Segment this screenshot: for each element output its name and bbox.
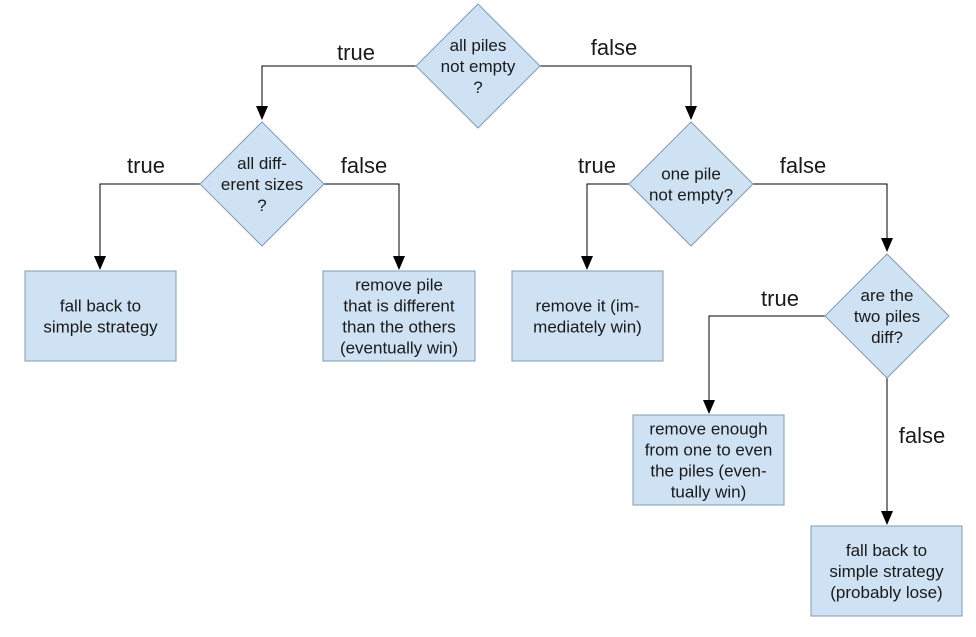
node-text-line: not empty? <box>649 186 733 205</box>
process-box <box>511 270 664 362</box>
connector-line <box>586 183 629 256</box>
process-b1: fall back to simple strategy <box>24 270 177 362</box>
node-text-line: simple strategy <box>829 562 944 581</box>
node-text-line: (eventually win) <box>340 339 458 358</box>
node-text-line: two piles <box>854 307 920 326</box>
node-text-line: fall back to <box>846 541 927 560</box>
connector-line <box>708 315 825 400</box>
connector-line <box>324 183 400 256</box>
node-text-line: ? <box>473 78 482 97</box>
node-text-line: remove it (im- <box>536 297 640 316</box>
process-box <box>632 414 785 506</box>
edge-d2-to-b1 <box>94 183 200 270</box>
node-text-line: fall back to <box>60 297 141 316</box>
node-text-line: (probably lose) <box>830 583 942 602</box>
node-text-line: are the <box>861 286 914 305</box>
edge-d2-to-b2 <box>324 183 405 270</box>
edge-label-false: false <box>591 35 637 60</box>
edge-d4-to-b4 <box>703 315 825 414</box>
node-text-line: not empty <box>441 57 516 76</box>
decision-d3: one pile not empty? <box>628 121 754 247</box>
arrowhead-icon <box>881 511 893 525</box>
node-text-line: remove pile <box>355 276 443 295</box>
edge-label-true: true <box>337 40 375 65</box>
process-box <box>810 525 963 617</box>
node-text-line: all piles <box>450 36 507 55</box>
decision-d2: all diff-erent sizes? <box>199 121 325 247</box>
process-b2: remove pile that is different than the oth… <box>322 270 476 362</box>
connector-line <box>261 65 416 106</box>
arrowhead-icon <box>703 400 715 414</box>
arrowhead-icon <box>881 238 893 252</box>
process-b4: remove enough from one to even the piles (… <box>632 414 785 506</box>
arrowhead-icon <box>393 256 405 270</box>
arrowhead-icon <box>94 256 106 270</box>
edge-labels-layer: true false true false true false true false <box>127 35 945 448</box>
node-text-line: one pile <box>661 165 721 184</box>
arrowhead-icon <box>685 106 697 120</box>
node-text-line: from one to even <box>645 441 773 460</box>
edge-d3-to-d4 <box>753 183 893 252</box>
edge-label-false: false <box>780 153 826 178</box>
node-text-line: all diff- <box>237 154 287 173</box>
node-text-line: simple strategy <box>43 318 158 337</box>
node-text-line: that is different <box>343 297 454 316</box>
node-text-line: tually win) <box>671 483 747 502</box>
node-text-line: ? <box>257 196 266 215</box>
decision-diamond <box>415 3 541 129</box>
edge-d3-to-b3 <box>581 183 629 270</box>
decision-diamond <box>824 253 950 379</box>
edge-label-true: true <box>578 153 616 178</box>
decision-diamond <box>628 121 754 247</box>
edge-label-true: true <box>761 286 799 311</box>
decision-d1: all piles not empty? <box>415 3 541 129</box>
edge-d1-to-d3 <box>540 65 697 120</box>
edge-label-true: true <box>127 153 165 178</box>
process-box <box>24 270 177 362</box>
connector-line <box>99 183 200 256</box>
node-text-line: remove enough <box>649 420 767 439</box>
node-text-line: diff? <box>871 328 903 347</box>
connector-line <box>753 183 888 238</box>
arrowhead-icon <box>256 106 268 120</box>
edge-label-false: false <box>899 423 945 448</box>
node-text-line: mediately win) <box>533 318 642 337</box>
node-text-line: erent sizes <box>221 175 303 194</box>
decision-d4: are the two piles diff? <box>824 253 950 379</box>
process-box <box>322 270 476 362</box>
process-b3: remove it (im-mediately win) <box>511 270 664 362</box>
edge-label-false: false <box>341 153 387 178</box>
decision-diamond <box>199 121 325 247</box>
edge-d4-to-b5 <box>881 378 893 525</box>
process-b5: fall back to simple strategy (probably los… <box>810 525 963 617</box>
arrowhead-icon <box>581 256 593 270</box>
node-text-line: than the others <box>342 318 455 337</box>
edge-d1-to-d2 <box>256 65 416 120</box>
node-text-line: the piles (even- <box>650 462 766 481</box>
connector-line <box>540 65 692 106</box>
edges-layer <box>94 65 893 525</box>
